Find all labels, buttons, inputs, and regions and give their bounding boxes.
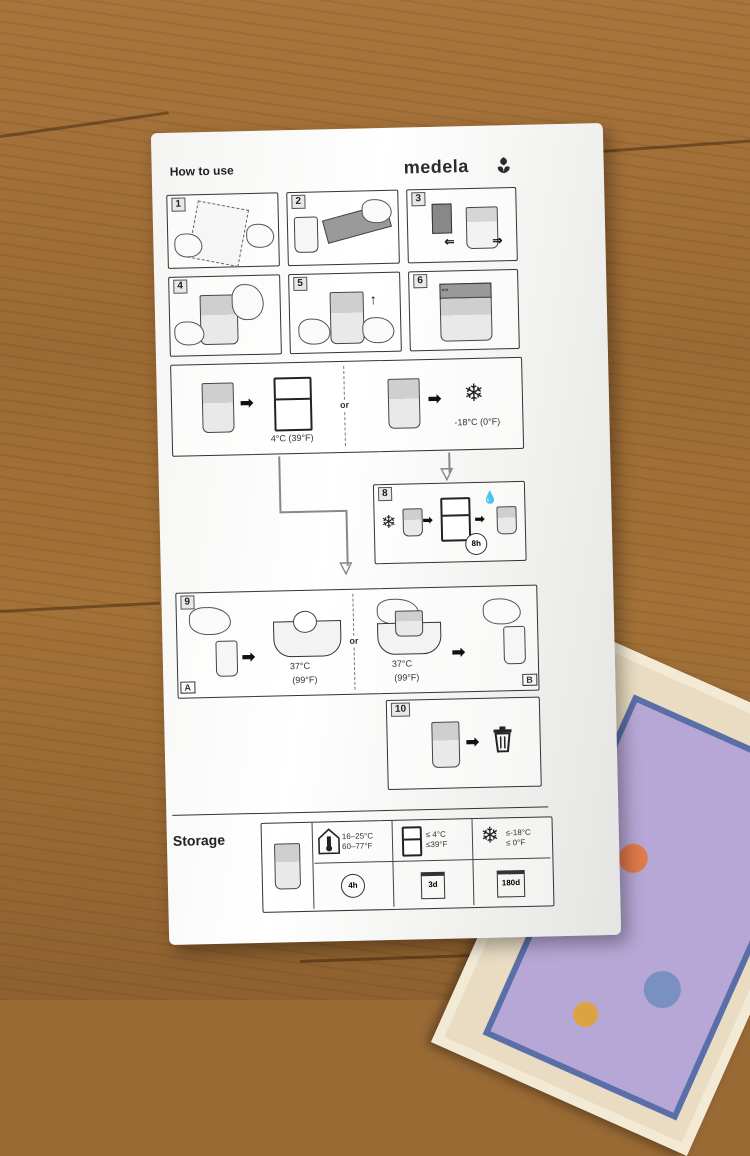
seal-arrows: ⇔ — [439, 281, 450, 297]
freezer-temp-c: ≤-18°C — [506, 828, 531, 839]
hand-illustration — [361, 199, 392, 224]
water-temp-a: 37°C — [290, 661, 310, 671]
fridge-icon — [273, 377, 312, 432]
water-temp-b: 37°C — [392, 658, 412, 668]
storage-rule — [172, 806, 548, 816]
freezer-temperature: -18°C (0°F) — [454, 416, 500, 427]
thaw-time: 8h — [471, 539, 481, 548]
flow-line — [279, 510, 345, 513]
pouch-filled-illustration — [431, 721, 460, 768]
option-b-tag: B — [522, 674, 537, 686]
pouch-filled-illustration — [202, 382, 235, 433]
to-freezer-arrow: ➡ — [428, 392, 442, 408]
pouch-thawed-illustration — [496, 506, 517, 534]
medela-logo-icon — [494, 155, 512, 175]
step-3-panel: 3 ⇐ ⇒ — [406, 187, 518, 263]
step-9-panel: 9 ➡ 37°C (99°F) A or 37°C (99°F) ➡ B — [175, 585, 539, 699]
pouch-filled-illustration — [440, 297, 493, 342]
bottle-illustration — [215, 640, 238, 676]
flow-line — [278, 456, 281, 511]
flow-arrow-down: ▽ — [340, 561, 353, 577]
hand-illustration — [174, 233, 203, 258]
to-bottle-arrow: ➡ — [452, 645, 466, 661]
hand-illustration — [174, 321, 205, 346]
step-10-panel: 10 ➡ — [386, 697, 542, 790]
hand-illustration — [298, 318, 331, 345]
storage-title: Storage — [173, 832, 225, 849]
option-a-tag: A — [180, 681, 195, 693]
fridge-temp-c: ≤ 4°C — [426, 830, 446, 840]
discard-arrow: ➡ — [466, 735, 480, 751]
calendar-icon: 180d — [497, 870, 526, 898]
pouch-frozen-illustration — [402, 508, 423, 536]
trash-icon — [491, 726, 514, 752]
storage-fridge-cell: ≤ 4°C ≤39°F 3d — [394, 819, 475, 907]
pouch-filled-illustration — [387, 378, 420, 429]
step-2-panel: 2 — [286, 190, 400, 267]
freezer-temp-f: ≤ 0°F — [506, 838, 525, 848]
brand-name: medela — [403, 156, 469, 178]
bag-sheet — [187, 200, 249, 267]
storage-freezer-cell: ❄ ≤-18°C ≤ 0°F 180d — [473, 817, 551, 905]
freezer-duration: 180d — [502, 878, 520, 887]
hand-illustration — [246, 223, 275, 248]
flow-arrow-down: ▽ — [440, 466, 453, 482]
to-fridge-arrow: ➡ — [240, 396, 254, 412]
calendar-icon: 3d — [421, 872, 446, 900]
hand-illustration — [482, 598, 521, 625]
step-1-panel: 1 — [166, 192, 280, 269]
flow-line — [345, 510, 348, 566]
snowflake-icon: ❄ — [379, 513, 399, 531]
pouch-filled-illustration — [274, 843, 301, 890]
clock-icon: 4h — [341, 874, 366, 899]
water-temp-b-f: (99°F) — [394, 672, 419, 683]
up-arrow: ↑ — [369, 291, 376, 307]
storage-pouch-cell — [262, 823, 315, 910]
snowflake-icon: ❄ — [462, 385, 486, 404]
pull-arrow-left: ⇐ — [444, 233, 454, 249]
hand-illustration — [231, 284, 264, 321]
step-5-panel: 5 ↑ — [288, 272, 402, 355]
fridge-icon — [402, 826, 423, 856]
step-7-panel: ➡ 4°C (39°F) or ➡ ❄ -18°C (0°F) — [170, 357, 524, 457]
bottle-illustration — [503, 626, 526, 664]
fridge-temp-f: ≤39°F — [426, 840, 448, 850]
pouch-in-pot — [395, 610, 424, 637]
storage-room-cell: 16–25°C 60–77°F 4h — [314, 821, 395, 909]
clock-icon: 8h — [465, 533, 487, 555]
room-duration: 4h — [348, 881, 358, 890]
bag-illustration — [432, 203, 453, 233]
to-pot-arrow: ➡ — [242, 650, 256, 666]
how-to-use-title: How to use — [170, 163, 234, 178]
thermometer-icon — [318, 828, 341, 854]
bottle-illustration — [294, 216, 319, 253]
step-6-panel: 6 ⇔ — [408, 269, 520, 351]
step-8-panel: 8 ❄ ➡ 8h ➡ 💧 — [373, 481, 527, 564]
milk-storage-bag: How to use medela 1 2 3 ⇐ ⇒ 4 5 ↑ — [151, 123, 621, 945]
storage-table: 16–25°C 60–77°F 4h ≤ 4°C ≤39°F 3d ❄ ≤-18… — [261, 816, 555, 913]
step-4-panel: 4 — [168, 274, 282, 357]
thaw-arrow: ➡ — [423, 512, 433, 528]
fridge-duration: 3d — [428, 880, 438, 889]
room-temp-f: 60–77°F — [342, 841, 373, 852]
fridge-icon — [440, 497, 471, 542]
pouch-filled-illustration — [330, 291, 365, 344]
or-label: or — [338, 400, 351, 410]
drops-icon: 💧 — [478, 488, 502, 507]
thaw-arrow: ➡ — [475, 511, 485, 527]
pull-arrow-right: ⇒ — [492, 232, 502, 248]
fridge-temperature: 4°C (39°F) — [271, 433, 314, 444]
water-temp-a-f: (99°F) — [292, 675, 317, 686]
hand-illustration — [189, 607, 232, 636]
hand-illustration — [362, 317, 395, 344]
snowflake-icon: ❄ — [478, 826, 502, 845]
or-label: or — [347, 636, 360, 646]
